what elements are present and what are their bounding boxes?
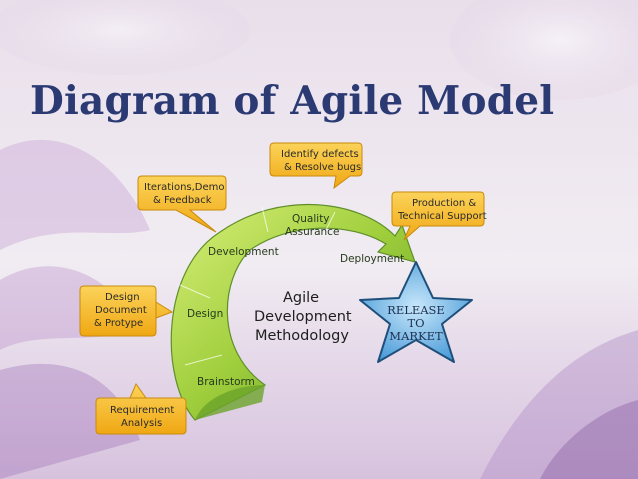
center-line-1: Agile [283,290,319,306]
release-line3: MARKET [389,329,443,343]
callout-iterations-line2: & Feedback [153,195,212,206]
callout-production-line2: Technical Support [397,211,487,222]
release-line1: RELEASE [387,303,445,317]
phase-brainstorm: Brainstorm [197,376,255,388]
callout-production-line1: Production & [412,198,476,209]
release-to-market-star: RELEASE TO MARKET [359,261,473,363]
callout-requirement-line1: Requirement [110,405,174,416]
phase-deployment: Deployment [340,253,404,265]
callout-iterations-line1: Iterations,Demo [144,182,225,193]
phase-quality-line2: Assurance [285,226,339,238]
callout-identify-defects: Identify defects & Resolve bugs [269,142,363,190]
callout-iterations-feedback: Iterations,Demo & Feedback [137,175,227,233]
callout-design-line3: & Protype [94,318,143,329]
center-line-2: Development [254,309,352,325]
callout-design-line1: Design [105,292,140,303]
callout-requirement-analysis: Requirement Analysis [95,382,187,435]
callout-design-document: Design Document & Protype [79,285,174,337]
callout-defects-line1: Identify defects [281,149,359,160]
callout-defects-line2: & Resolve bugs [284,162,361,173]
phase-quality-line1: Quality [292,213,330,225]
agile-cycle-arrow [170,203,416,421]
callout-design-line2: Document [95,305,147,316]
slide-title: Diagram of Agile Model [30,78,555,124]
callout-production-support: Production & Technical Support [391,191,487,241]
phase-design: Design [187,308,223,320]
release-line2: TO [407,316,424,330]
phase-development: Development [208,246,279,258]
callout-requirement-line2: Analysis [121,418,162,429]
center-line-3: Methodology [255,328,349,344]
